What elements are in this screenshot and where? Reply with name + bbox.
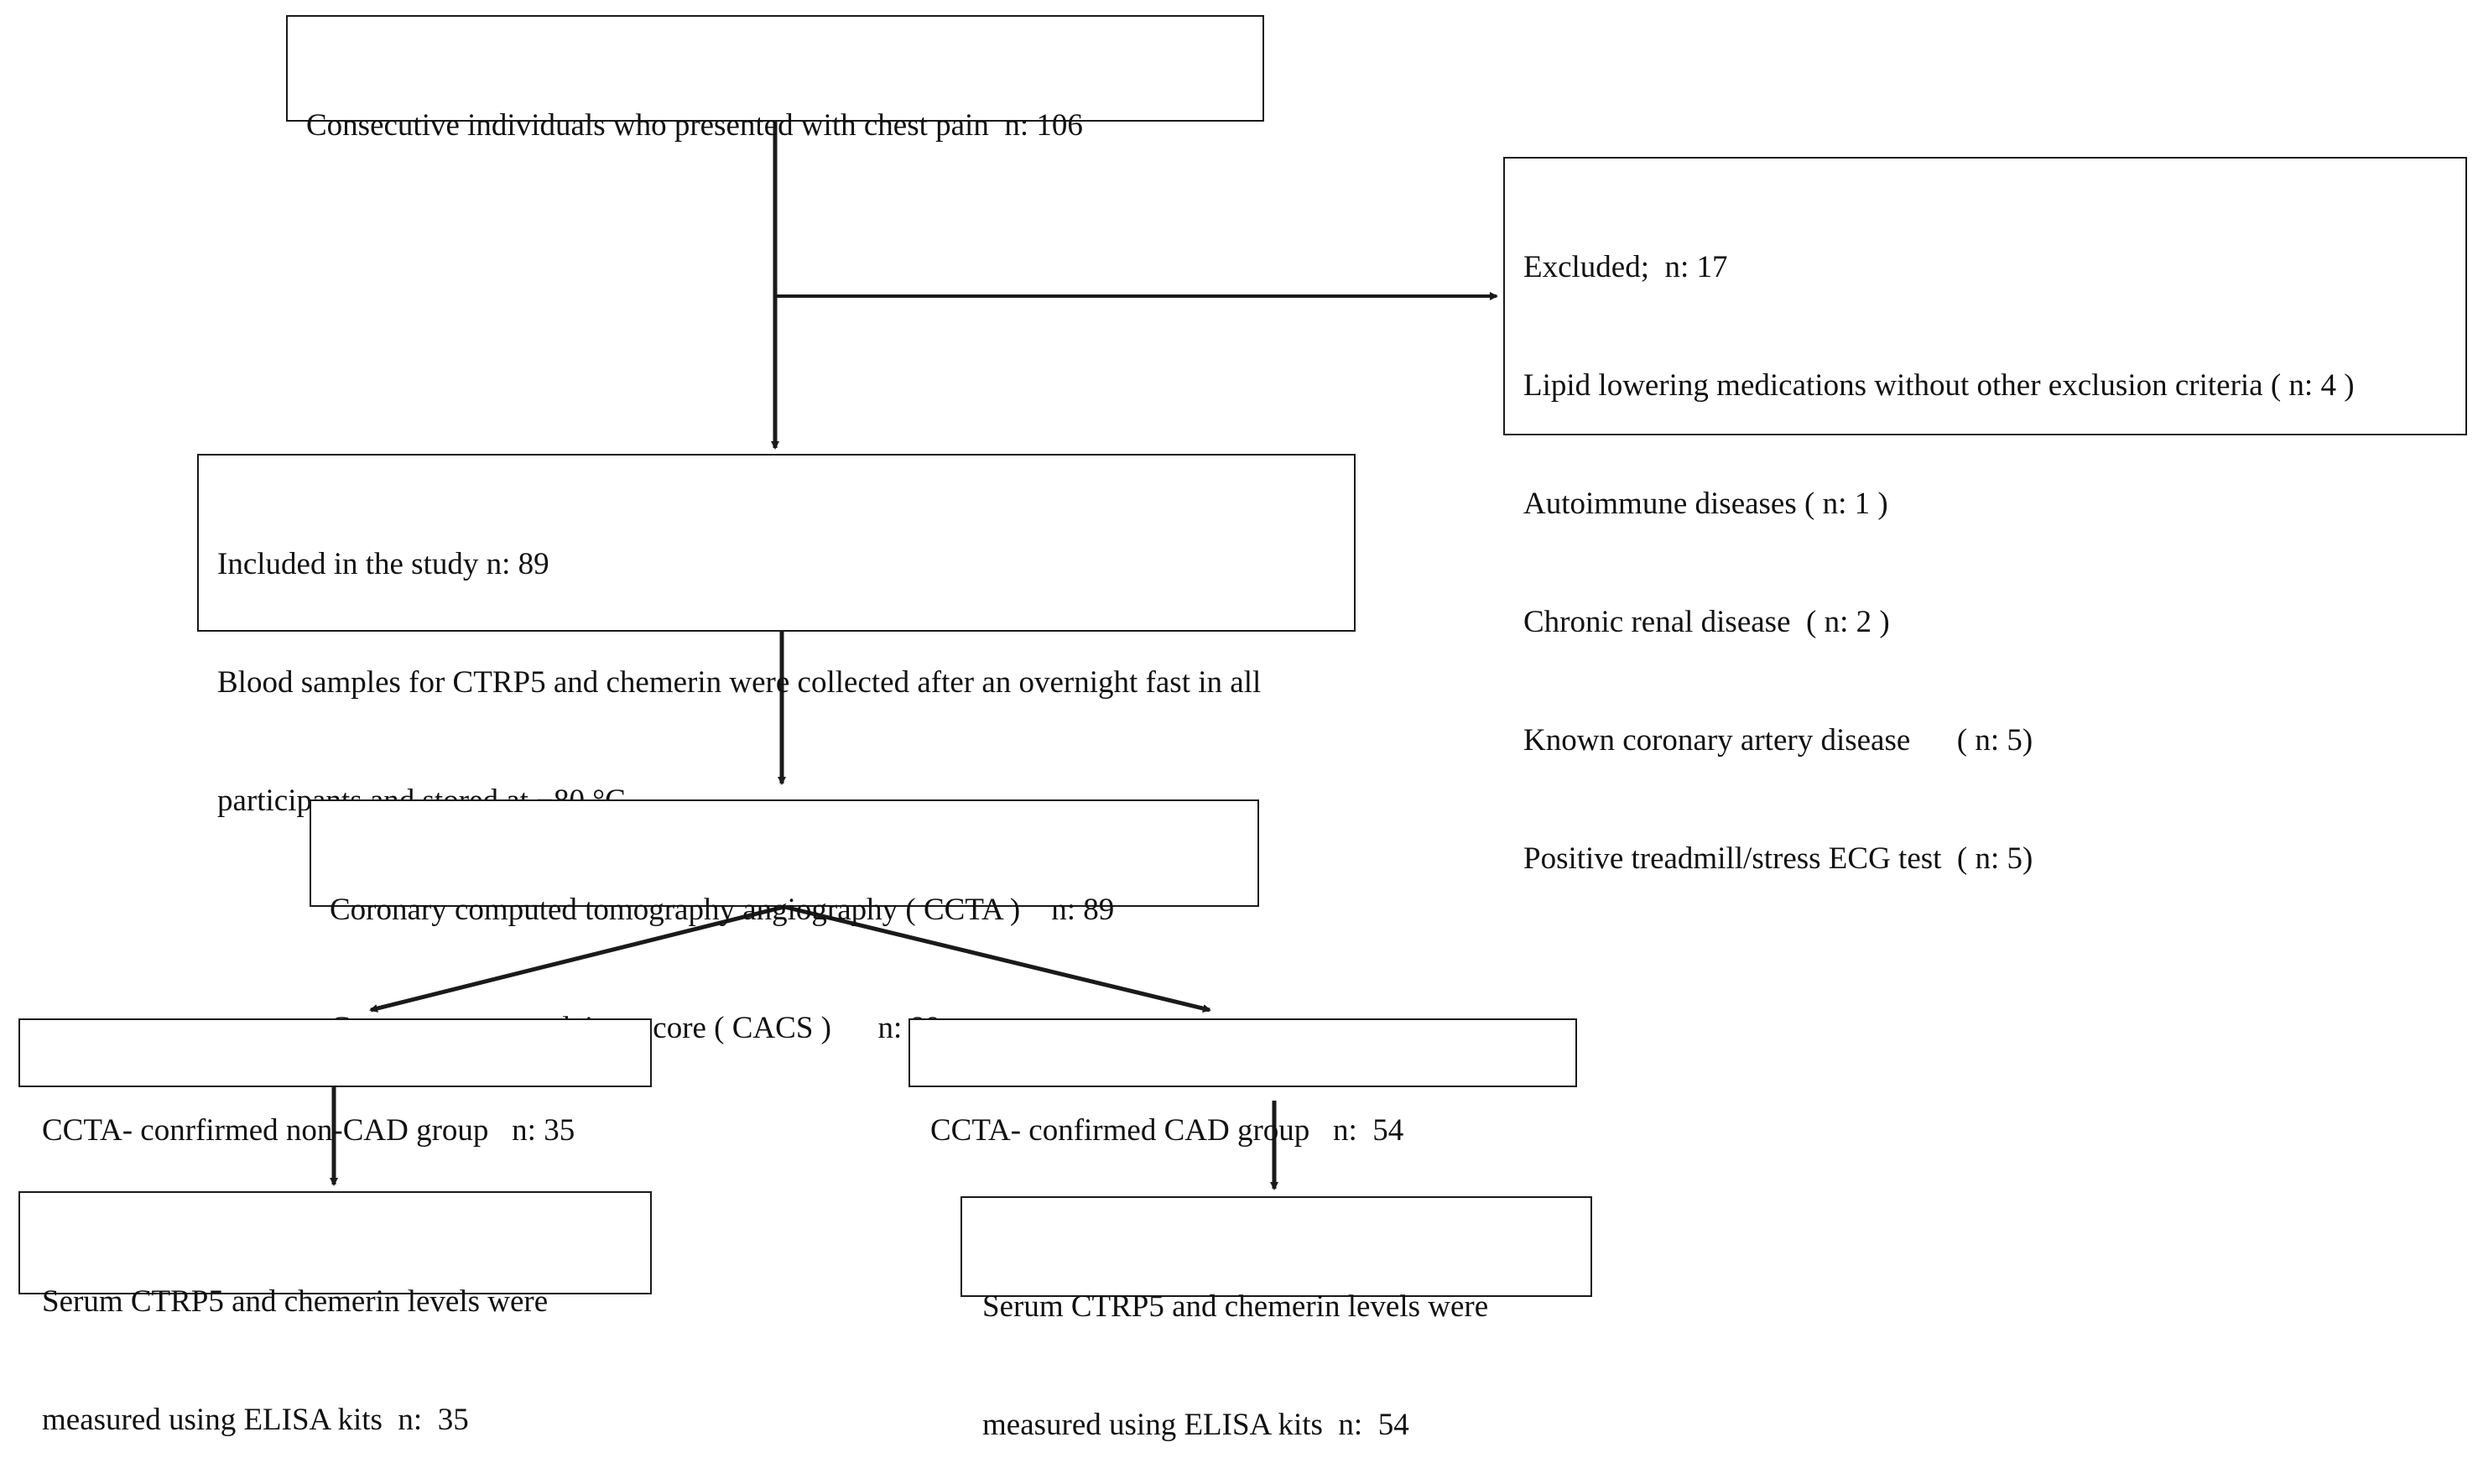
- arrow-imaging-to-cad: [783, 904, 1211, 1013]
- cad-elisa-line-2: measured using ELISA kits n: 54: [982, 1408, 1409, 1442]
- excluded-line-4: Chronic renal disease ( n: 2 ): [1523, 605, 1890, 639]
- excluded-line-2: Lipid lowering medications without other…: [1523, 368, 2355, 403]
- excluded-line-3: Autoimmune diseases ( n: 1 ): [1523, 487, 1888, 521]
- arrow-imaging-to-non-cad: [369, 904, 785, 1013]
- excluded-box: Excluded; n: 17 Lipid lowering medicatio…: [1503, 157, 2467, 876]
- cad-elisa-box: Serum CTRP5 and chemerin levels were mea…: [960, 1196, 1592, 1442]
- non-cad-group-box: CCTA- conrfirmed non-CAD group n: 35: [18, 1018, 652, 1148]
- non-cad-elisa-line-1: Serum CTRP5 and chemerin levels were: [42, 1284, 549, 1319]
- cad-group-line-1: CCTA- confirmed CAD group n: 54: [930, 1113, 1404, 1148]
- non-cad-elisa-line-2: measured using ELISA kits n: 35: [42, 1403, 469, 1437]
- cad-group-box: CCTA- confirmed CAD group n: 54: [908, 1018, 1577, 1148]
- included-line-2: Blood samples for CTRP5 and chemerin wer…: [217, 665, 1262, 700]
- imaging-box: Coronary computed tomography angiography…: [310, 799, 1259, 1045]
- screened-box: Consecutive individuals who presented wi…: [286, 15, 1264, 143]
- imaging-line-1: Coronary computed tomography angiography…: [330, 893, 1115, 927]
- included-box: Included in the study n: 89 Blood sample…: [197, 454, 1356, 818]
- cad-elisa-line-1: Serum CTRP5 and chemerin levels were: [982, 1289, 1489, 1324]
- non-cad-elisa-box: Serum CTRP5 and chemerin levels were mea…: [18, 1191, 652, 1437]
- flow-connectors: [330, 121, 1498, 1190]
- screened-line-1: Consecutive individuals who presented wi…: [306, 108, 1083, 143]
- excluded-line-6: Positive treadmill/stress ECG test ( n: …: [1523, 841, 2033, 876]
- non-cad-group-line-1: CCTA- conrfirmed non-CAD group n: 35: [42, 1113, 575, 1148]
- included-line-1: Included in the study n: 89: [217, 547, 549, 581]
- excluded-line-5: Known coronary artery disease ( n: 5): [1523, 723, 2033, 758]
- excluded-line-1: Excluded; n: 17: [1523, 250, 1728, 284]
